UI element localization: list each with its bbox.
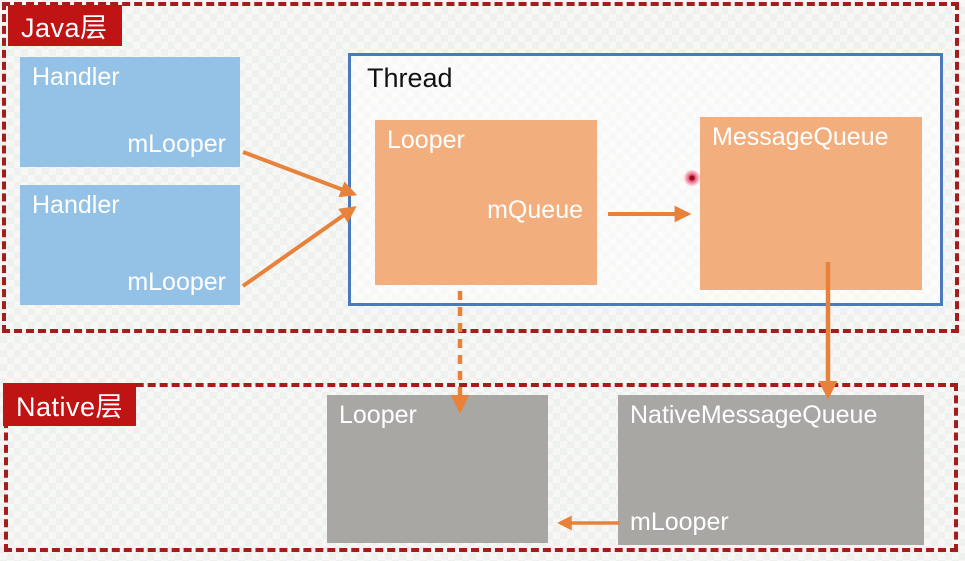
handler1-mlooper-field: mLooper — [127, 130, 226, 158]
handler1-box: Handler mLooper — [20, 57, 240, 167]
native-looper-box: Looper — [327, 395, 548, 543]
java-layer-label: Java层 — [8, 5, 122, 46]
handler2-mlooper-field: mLooper — [127, 268, 226, 296]
java-looper-box: Looper mQueue — [375, 120, 597, 285]
native-messagequeue-mlooper-field: mLooper — [630, 508, 729, 536]
native-messagequeue-box: NativeMessageQueue mLooper — [618, 395, 924, 545]
java-messagequeue-title: MessageQueue — [712, 123, 889, 151]
handler2-title: Handler — [32, 191, 120, 219]
java-layer-label-text: Java层 — [21, 13, 108, 43]
native-layer-label-text: Native层 — [16, 392, 124, 422]
java-messagequeue-box: MessageQueue — [700, 117, 922, 290]
handler2-box: Handler mLooper — [20, 185, 240, 305]
native-layer-label: Native层 — [3, 383, 136, 426]
java-looper-title: Looper — [387, 126, 465, 154]
native-layer-region — [4, 383, 958, 552]
native-messagequeue-title: NativeMessageQueue — [630, 401, 878, 429]
thread-label: Thread — [367, 63, 453, 93]
laser-pointer-dot — [684, 170, 700, 186]
native-looper-title: Looper — [339, 401, 417, 429]
java-looper-mqueue-field: mQueue — [487, 196, 583, 224]
java-layer-region — [2, 2, 959, 333]
handler1-title: Handler — [32, 63, 120, 91]
